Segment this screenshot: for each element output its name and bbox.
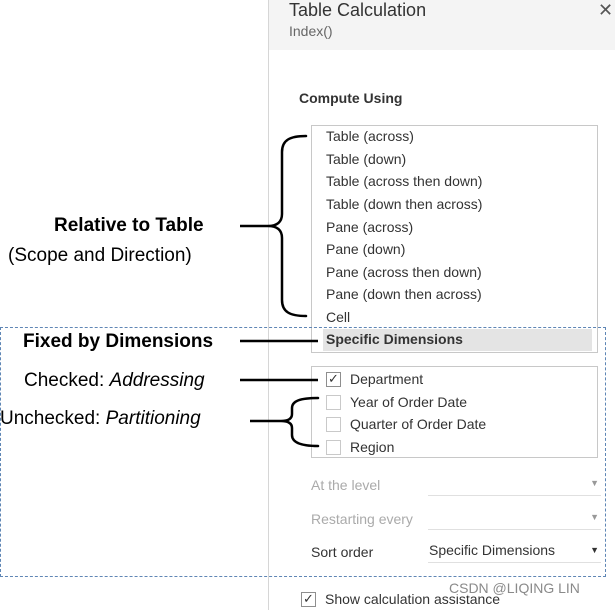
brace-relative-to-table — [267, 134, 308, 318]
at-the-level-label: At the level — [311, 477, 381, 493]
dimension-label: Department — [350, 371, 424, 387]
restarting-every-label: Restarting every — [311, 511, 413, 527]
department-checkbox[interactable]: ✓ — [326, 370, 341, 387]
panel-left-border — [268, 0, 269, 610]
chevron-down-icon: ▼ — [590, 512, 599, 522]
dimension-row-region[interactable]: Region — [326, 438, 394, 456]
compute-using-label: Compute Using — [299, 90, 403, 106]
annotation-unchecked-prefix: Unchecked: — [0, 408, 106, 429]
sort-order-dropdown[interactable]: Specific Dimensions ▼ — [428, 541, 601, 563]
option-table-down[interactable]: Table (down) — [326, 151, 407, 167]
annotation-unchecked-partitioning: Unchecked: Partitioning — [0, 408, 201, 430]
dimension-label: Quarter of Order Date — [350, 416, 487, 432]
sort-order-label: Sort order — [311, 544, 374, 560]
fixed-by-dimensions-region — [0, 327, 606, 577]
annotation-scope-direction: (Scope and Direction) — [8, 245, 192, 266]
option-table-across-then-down[interactable]: Table (across then down) — [326, 173, 483, 189]
dropdown-underline — [428, 562, 601, 563]
option-cell[interactable]: Cell — [326, 309, 351, 325]
dimension-row-quarter-of-order-date[interactable]: Quarter of Order Date — [326, 415, 486, 433]
selected-option-highlight — [323, 329, 592, 351]
checkmark-icon: ✓ — [328, 370, 339, 386]
option-table-across[interactable]: Table (across) — [326, 128, 414, 144]
option-specific-dimensions[interactable]: Specific Dimensions — [326, 331, 463, 347]
brace-unchecked-partitioning — [280, 396, 320, 448]
annotation-relative-to-table: Relative to Table — [54, 215, 204, 236]
annotation-partitioning-term: Partitioning — [105, 408, 201, 429]
dropdown-underline — [428, 495, 601, 496]
quarter-of-order-date-checkbox[interactable] — [326, 416, 341, 432]
checkmark-icon: ✓ — [303, 590, 314, 606]
show-calculation-assistance-checkbox[interactable]: ✓ — [301, 590, 316, 607]
region-checkbox[interactable] — [326, 439, 341, 455]
annotation-checked-addressing: Checked: Addressing — [24, 370, 205, 392]
option-pane-across-then-down[interactable]: Pane (across then down) — [326, 264, 482, 280]
chevron-down-icon: ▼ — [590, 545, 599, 555]
dimension-label: Year of Order Date — [350, 394, 467, 410]
annotation-addressing-term: Addressing — [109, 370, 205, 391]
annotation-fixed-by-dimensions: Fixed by Dimensions — [23, 331, 214, 352]
dimension-row-year-of-order-date[interactable]: Year of Order Date — [326, 393, 467, 411]
dimension-row-department[interactable]: ✓ Department — [326, 370, 423, 388]
chevron-down-icon: ▼ — [590, 478, 599, 488]
year-of-order-date-checkbox[interactable] — [326, 394, 341, 410]
table-calculation-panel — [268, 0, 615, 610]
option-table-down-then-across[interactable]: Table (down then across) — [326, 196, 483, 212]
restarting-every-dropdown[interactable]: ▼ — [428, 508, 601, 530]
option-pane-down[interactable]: Pane (down) — [326, 241, 406, 257]
dialog-title: Table Calculation — [289, 0, 427, 20]
panel-header — [268, 0, 615, 50]
watermark: CSDN @LIQING LIN — [449, 580, 580, 596]
sort-order-value: Specific Dimensions — [429, 542, 556, 558]
compute-using-list[interactable] — [311, 125, 598, 353]
at-the-level-dropdown[interactable]: ▼ — [428, 474, 601, 496]
dialog-subtitle: Index() — [289, 23, 333, 39]
option-pane-across[interactable]: Pane (across) — [326, 219, 414, 235]
dimension-label: Region — [350, 439, 395, 455]
dropdown-underline — [428, 529, 601, 530]
option-pane-down-then-across[interactable]: Pane (down then across) — [326, 286, 482, 302]
dimensions-list — [311, 366, 598, 458]
annotation-checked-prefix: Checked: — [24, 370, 110, 391]
close-icon[interactable]: ✕ — [598, 0, 614, 20]
